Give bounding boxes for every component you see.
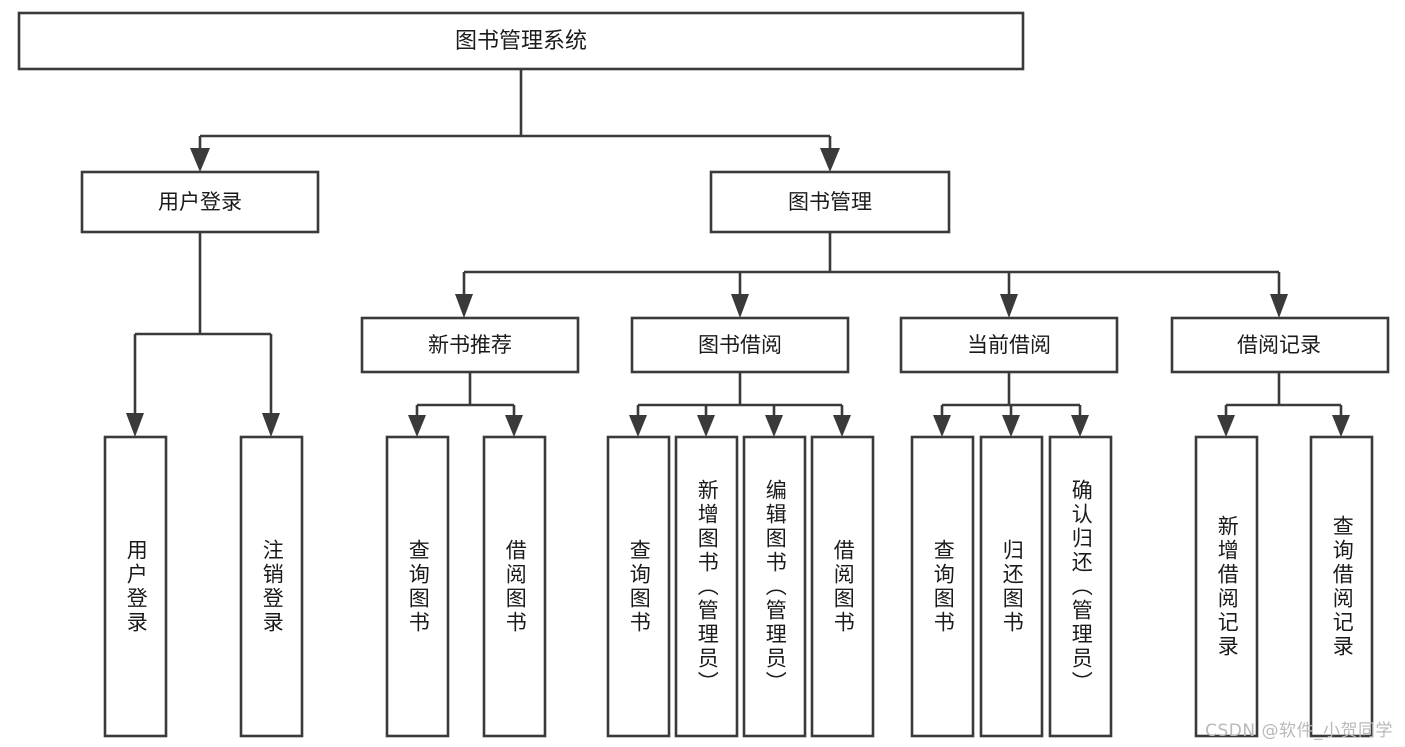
node-box-leaf-add-book[interactable] <box>674 435 739 738</box>
arrowhead-current-borrow <box>1000 294 1018 318</box>
arrowhead-leaf-user-login <box>126 413 144 437</box>
arrowhead-book-borrow <box>731 294 749 318</box>
node-box-book-management[interactable] <box>709 170 951 234</box>
node-box-leaf-confirm-return[interactable] <box>1048 435 1113 738</box>
watermark-text: CSDN @软件_小贺同学 <box>1205 721 1393 741</box>
arrowhead-leaf-borrow-book-1 <box>505 415 523 437</box>
node-box-leaf-query-book-2[interactable] <box>606 435 671 738</box>
label-current-borrow: 当前借阅 <box>967 333 1051 357</box>
arrowhead-leaf-query-book-1 <box>408 415 426 437</box>
node-box-leaf-edit-book[interactable] <box>742 435 807 738</box>
arrowhead-leaf-query-book-3 <box>933 415 951 437</box>
node-box-leaf-query-book-1[interactable] <box>385 435 450 738</box>
arrowhead-leaf-add-book <box>697 415 715 437</box>
arrowhead-book-management <box>820 148 840 172</box>
arrowhead-leaf-edit-book <box>765 415 783 437</box>
arrowhead-leaf-return-book <box>1002 415 1020 437</box>
node-box-root[interactable] <box>17 11 1025 71</box>
node-box-leaf-query-book-3[interactable] <box>910 435 975 738</box>
label-new-book-recommend: 新书推荐 <box>428 333 512 357</box>
arrowhead-leaf-query-book-2 <box>629 415 647 437</box>
node-box-new-book-recommend[interactable] <box>360 316 580 374</box>
node-box-leaf-return-book[interactable] <box>979 435 1044 738</box>
arrowhead-leaf-borrow-book-2 <box>833 415 851 437</box>
label-book-management: 图书管理 <box>788 190 872 214</box>
arrowhead-leaf-query-record <box>1332 415 1350 437</box>
node-box-borrow-record[interactable] <box>1170 316 1390 374</box>
arrowhead-new-book-recommend <box>455 294 473 318</box>
arrowhead-leaf-add-record <box>1217 415 1235 437</box>
arrowhead-user-login <box>190 148 210 172</box>
node-box-leaf-logout[interactable] <box>239 435 304 738</box>
label-borrow-record: 借阅记录 <box>1237 333 1321 357</box>
label-book-borrow: 图书借阅 <box>698 333 782 357</box>
label-user-login: 用户登录 <box>158 190 242 214</box>
node-box-book-borrow[interactable] <box>630 316 850 374</box>
arrowhead-borrow-record <box>1270 294 1288 318</box>
node-box-current-borrow[interactable] <box>899 316 1119 374</box>
arrowhead-leaf-logout <box>262 413 280 437</box>
node-box-leaf-query-record[interactable] <box>1309 435 1374 738</box>
arrowhead-leaf-confirm-return <box>1071 415 1089 437</box>
node-box-leaf-user-login[interactable] <box>103 435 168 738</box>
node-box-leaf-borrow-book-1[interactable] <box>482 435 547 738</box>
node-box-leaf-borrow-book-2[interactable] <box>810 435 875 738</box>
label-root: 图书管理系统 <box>455 29 587 54</box>
node-box-leaf-add-record[interactable] <box>1194 435 1259 738</box>
